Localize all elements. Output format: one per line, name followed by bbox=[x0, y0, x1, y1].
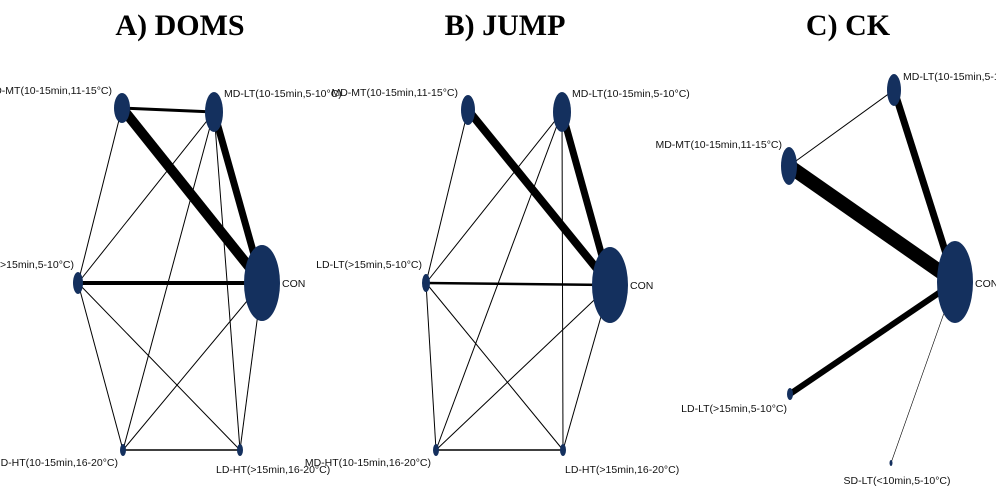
node-label-ld-ht: LD-HT(>15min,16-20°C) bbox=[216, 464, 330, 476]
node-layer-jump: MD-MT(10-15min,11-15°C) MD-LT(10-15min,5-… bbox=[305, 87, 690, 476]
edge-ld-lt-con bbox=[425, 281, 611, 287]
edge-md-lt-md-ht bbox=[122, 111, 215, 451]
edge-md-lt-md-ht bbox=[435, 111, 563, 451]
edge-md-mt-ld-lt bbox=[77, 107, 123, 284]
panel-doms: A) DOMS MD-MT(10-15min,11-15°C) MD-LT(10-… bbox=[0, 9, 342, 476]
edge-layer-jump bbox=[425, 107, 614, 451]
node-label-md-mt: MD-MT(10-15min,11-15°C) bbox=[655, 139, 782, 151]
node-con bbox=[592, 247, 628, 323]
edge-md-lt-ld-ht bbox=[561, 111, 564, 451]
panel-title-doms: A) DOMS bbox=[115, 9, 244, 42]
node-label-con: CON bbox=[975, 278, 996, 290]
node-label-ld-lt: LD-LT(>15min,5-10°C) bbox=[0, 259, 74, 271]
node-layer-ck: MD-LT(10-15min,5-10°C) MD-MT(10-15min,11-… bbox=[655, 71, 996, 487]
panel-title-jump: B) JUMP bbox=[445, 9, 566, 42]
panel-jump: B) JUMP MD-MT(10-15min,11-15°C) MD-LT(10-… bbox=[305, 9, 690, 476]
panel-ck: C) CK MD-LT(10-15min,5-10°C) MD-MT(10-15m… bbox=[655, 9, 996, 487]
edge-md-mt-md-lt bbox=[121, 106, 215, 114]
edge-md-mt-con bbox=[464, 107, 614, 288]
edge-ld-lt-md-ht bbox=[77, 282, 124, 451]
node-ld-lt bbox=[73, 272, 83, 294]
node-label-ld-ht: LD-HT(>15min,16-20°C) bbox=[565, 464, 679, 476]
edge-md-ht-con bbox=[435, 284, 611, 451]
node-md-ht bbox=[120, 444, 126, 456]
node-md-mt bbox=[781, 147, 797, 185]
edge-md-lt-ld-lt bbox=[425, 111, 563, 284]
node-ld-ht bbox=[237, 444, 243, 456]
edge-ld-lt-ld-ht bbox=[425, 282, 564, 451]
node-md-lt bbox=[553, 92, 571, 132]
node-label-sd-lt: SD-LT(<10min,5-10°C) bbox=[844, 475, 951, 487]
edge-md-lt-ld-ht bbox=[213, 111, 241, 451]
node-label-md-ht: MD-HT(10-15min,16-20°C) bbox=[305, 457, 431, 469]
node-con bbox=[937, 241, 973, 323]
node-md-lt bbox=[205, 92, 223, 132]
node-md-ht bbox=[433, 444, 439, 456]
node-label-ld-lt: LD-LT(>15min,5-10°C) bbox=[316, 259, 422, 271]
node-label-con: CON bbox=[630, 280, 653, 292]
node-label-md-mt: MD-MT(10-15min,11-15°C) bbox=[331, 87, 458, 99]
node-label-md-lt: MD-LT(10-15min,5-10°C) bbox=[224, 88, 342, 100]
edge-ld-lt-md-ht bbox=[425, 282, 437, 451]
node-ld-lt bbox=[787, 388, 793, 400]
node-layer-doms: MD-MT(10-15min,11-15°C) MD-LT(10-15min,5-… bbox=[0, 85, 342, 476]
node-sd-lt bbox=[889, 460, 893, 466]
edge-ld-lt-ld-ht bbox=[77, 282, 241, 451]
edge-ld-lt-con bbox=[788, 279, 957, 397]
node-con bbox=[244, 245, 280, 321]
node-label-md-lt: MD-LT(10-15min,5-10°C) bbox=[572, 88, 690, 100]
node-label-ld-lt: LD-LT(>15min,5-10°C) bbox=[681, 403, 787, 415]
edge-md-mt-md-lt bbox=[788, 89, 895, 167]
node-label-md-ht: MD-HT(10-15min,16-20°C) bbox=[0, 457, 118, 469]
node-label-md-mt: MD-MT(10-15min,11-15°C) bbox=[0, 85, 112, 97]
node-md-mt bbox=[114, 93, 130, 123]
edge-layer-ck bbox=[784, 88, 960, 464]
edge-md-mt-con bbox=[784, 160, 960, 288]
node-ld-ht bbox=[560, 444, 566, 456]
node-label-con: CON bbox=[282, 278, 305, 290]
node-md-mt bbox=[461, 95, 475, 125]
edge-md-lt-ld-lt bbox=[77, 111, 215, 284]
panel-title-ck: C) CK bbox=[806, 9, 891, 42]
edge-md-ht-con bbox=[122, 282, 263, 451]
edge-layer-doms bbox=[77, 104, 266, 451]
node-label-md-lt: MD-LT(10-15min,5-10°C) bbox=[903, 71, 996, 83]
node-ld-lt bbox=[422, 274, 430, 292]
edge-md-mt-ld-lt bbox=[425, 109, 469, 284]
node-md-lt bbox=[887, 74, 901, 106]
